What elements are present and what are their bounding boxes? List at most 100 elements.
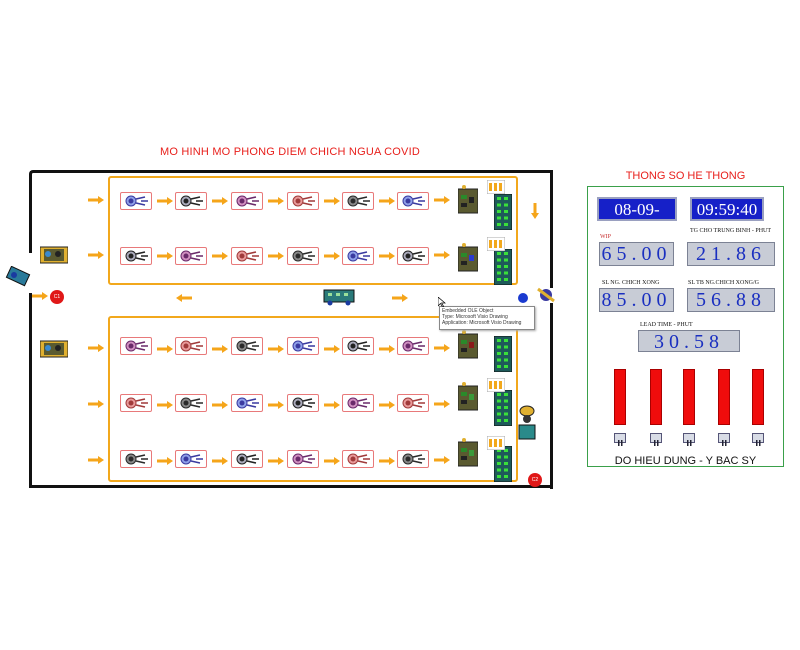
vaccination-desk-icon[interactable] xyxy=(457,330,479,360)
arrow-right-icon xyxy=(434,344,450,352)
vaccination-desk-icon[interactable] xyxy=(457,382,479,412)
avg-wait-label: TG CHO TRUNG BINH - PHUT xyxy=(690,228,772,234)
arrow-right-icon xyxy=(212,197,228,205)
patient-station[interactable] xyxy=(287,450,319,468)
reception-desk-icon[interactable] xyxy=(39,337,69,364)
rate-value: 56.88 xyxy=(687,288,775,312)
lead-time-label: LEAD TIME - PHUT xyxy=(640,322,693,328)
arrow-right-icon xyxy=(434,196,450,204)
patient-station[interactable] xyxy=(175,337,207,355)
arrow-right-icon xyxy=(268,401,284,409)
exit-door-icon xyxy=(536,285,556,310)
patient-station[interactable] xyxy=(120,192,152,210)
level-bar xyxy=(718,369,730,425)
bar-control-knob[interactable] xyxy=(683,433,695,446)
patient-station[interactable] xyxy=(120,337,152,355)
patient-station[interactable] xyxy=(231,192,263,210)
patient-station[interactable] xyxy=(231,247,263,265)
patient-station[interactable] xyxy=(120,450,152,468)
supply-rack-icon xyxy=(493,445,513,483)
exit-marker[interactable]: C2 xyxy=(528,473,542,487)
patient-station[interactable] xyxy=(175,394,207,412)
panel-footer: DO HIEU DUNG - Y BAC SY xyxy=(614,455,757,467)
patient-station[interactable] xyxy=(175,450,207,468)
mini-rack-icon xyxy=(486,179,506,195)
patient-station[interactable] xyxy=(397,450,429,468)
patient-station[interactable] xyxy=(231,450,263,468)
arrow-right-icon xyxy=(379,345,395,353)
arrow-down-icon xyxy=(531,203,539,224)
vaccination-desk-icon[interactable] xyxy=(457,185,479,215)
wip-label: WIP xyxy=(600,234,611,240)
patient-station[interactable] xyxy=(120,394,152,412)
tooltip-line-3: Application: Microsoft Visio Drawing xyxy=(442,320,522,326)
arrow-right-icon xyxy=(324,345,340,353)
arrow-right-icon xyxy=(88,456,104,464)
waiting-zone-top xyxy=(108,176,518,285)
arrow-right-icon xyxy=(268,252,284,260)
patient-station[interactable] xyxy=(397,337,429,355)
bar-control-knob[interactable] xyxy=(614,433,626,446)
patient-station[interactable] xyxy=(175,247,207,265)
reception-desk-icon[interactable] xyxy=(39,243,69,270)
patient-station[interactable] xyxy=(397,247,429,265)
entry-marker[interactable]: C1 xyxy=(50,290,64,304)
level-bar xyxy=(683,369,695,425)
bar-control-knob[interactable] xyxy=(718,433,730,446)
wip-value: 65.00 xyxy=(599,242,674,266)
supply-rack-icon xyxy=(493,248,513,286)
patient-station[interactable] xyxy=(287,192,319,210)
hall-wall-right-lower xyxy=(550,303,553,489)
patient-station[interactable] xyxy=(397,192,429,210)
hall-entry-gap xyxy=(27,253,33,293)
arrow-right-icon xyxy=(212,345,228,353)
patient-station[interactable] xyxy=(231,394,263,412)
cart-icon[interactable] xyxy=(322,288,358,311)
arrow-right-icon xyxy=(268,345,284,353)
patient-station[interactable] xyxy=(120,247,152,265)
arrow-right-icon xyxy=(88,196,104,204)
patient-station[interactable] xyxy=(342,337,374,355)
patient-station[interactable] xyxy=(342,394,374,412)
bar-control-knob[interactable] xyxy=(650,433,662,446)
patient-station[interactable] xyxy=(287,247,319,265)
patient-station[interactable] xyxy=(287,337,319,355)
system-panel xyxy=(587,186,784,467)
exit-staff-icon xyxy=(516,405,538,446)
supply-rack-icon xyxy=(493,335,513,373)
patient-station[interactable] xyxy=(397,394,429,412)
arrow-right-icon xyxy=(379,197,395,205)
arrow-right-icon xyxy=(379,252,395,260)
arrow-right-icon xyxy=(212,252,228,260)
arrow-right-icon xyxy=(268,457,284,465)
patient-station[interactable] xyxy=(342,247,374,265)
hall-outline xyxy=(29,170,553,488)
rate-label: SL TB NG.CHICH XONG/G xyxy=(688,280,760,286)
done-label: SL NG. CHICH XONG xyxy=(602,280,660,286)
patient-station[interactable] xyxy=(287,394,319,412)
lead-time-value: 30.58 xyxy=(638,330,740,353)
done-value: 85.00 xyxy=(599,288,674,312)
arrow-right-icon xyxy=(268,197,284,205)
level-bar xyxy=(752,369,764,425)
bar-control-knob[interactable] xyxy=(752,433,764,446)
supply-rack-icon xyxy=(493,389,513,427)
patient-station[interactable] xyxy=(342,450,374,468)
patient-station[interactable] xyxy=(342,192,374,210)
arrow-right-icon xyxy=(157,345,173,353)
arrow-right-icon xyxy=(379,457,395,465)
tooltip-line-2: Type: Microsoft Visio Drawing xyxy=(442,314,508,320)
supply-rack-icon xyxy=(493,193,513,231)
arrow-right-icon xyxy=(88,344,104,352)
patient-station[interactable] xyxy=(231,337,263,355)
arrow-right-icon xyxy=(157,457,173,465)
arrow-right-icon xyxy=(88,400,104,408)
arrow-right-icon xyxy=(392,294,408,302)
waiting-zone-bottom xyxy=(108,316,518,482)
vaccination-desk-icon[interactable] xyxy=(457,438,479,468)
page-title: MO HINH MO PHONG DIEM CHICH NGUA COVID xyxy=(160,146,420,158)
patient-station[interactable] xyxy=(175,192,207,210)
arrow-right-icon xyxy=(324,401,340,409)
exit-door-icon xyxy=(517,291,529,309)
vaccination-desk-icon[interactable] xyxy=(457,243,479,273)
